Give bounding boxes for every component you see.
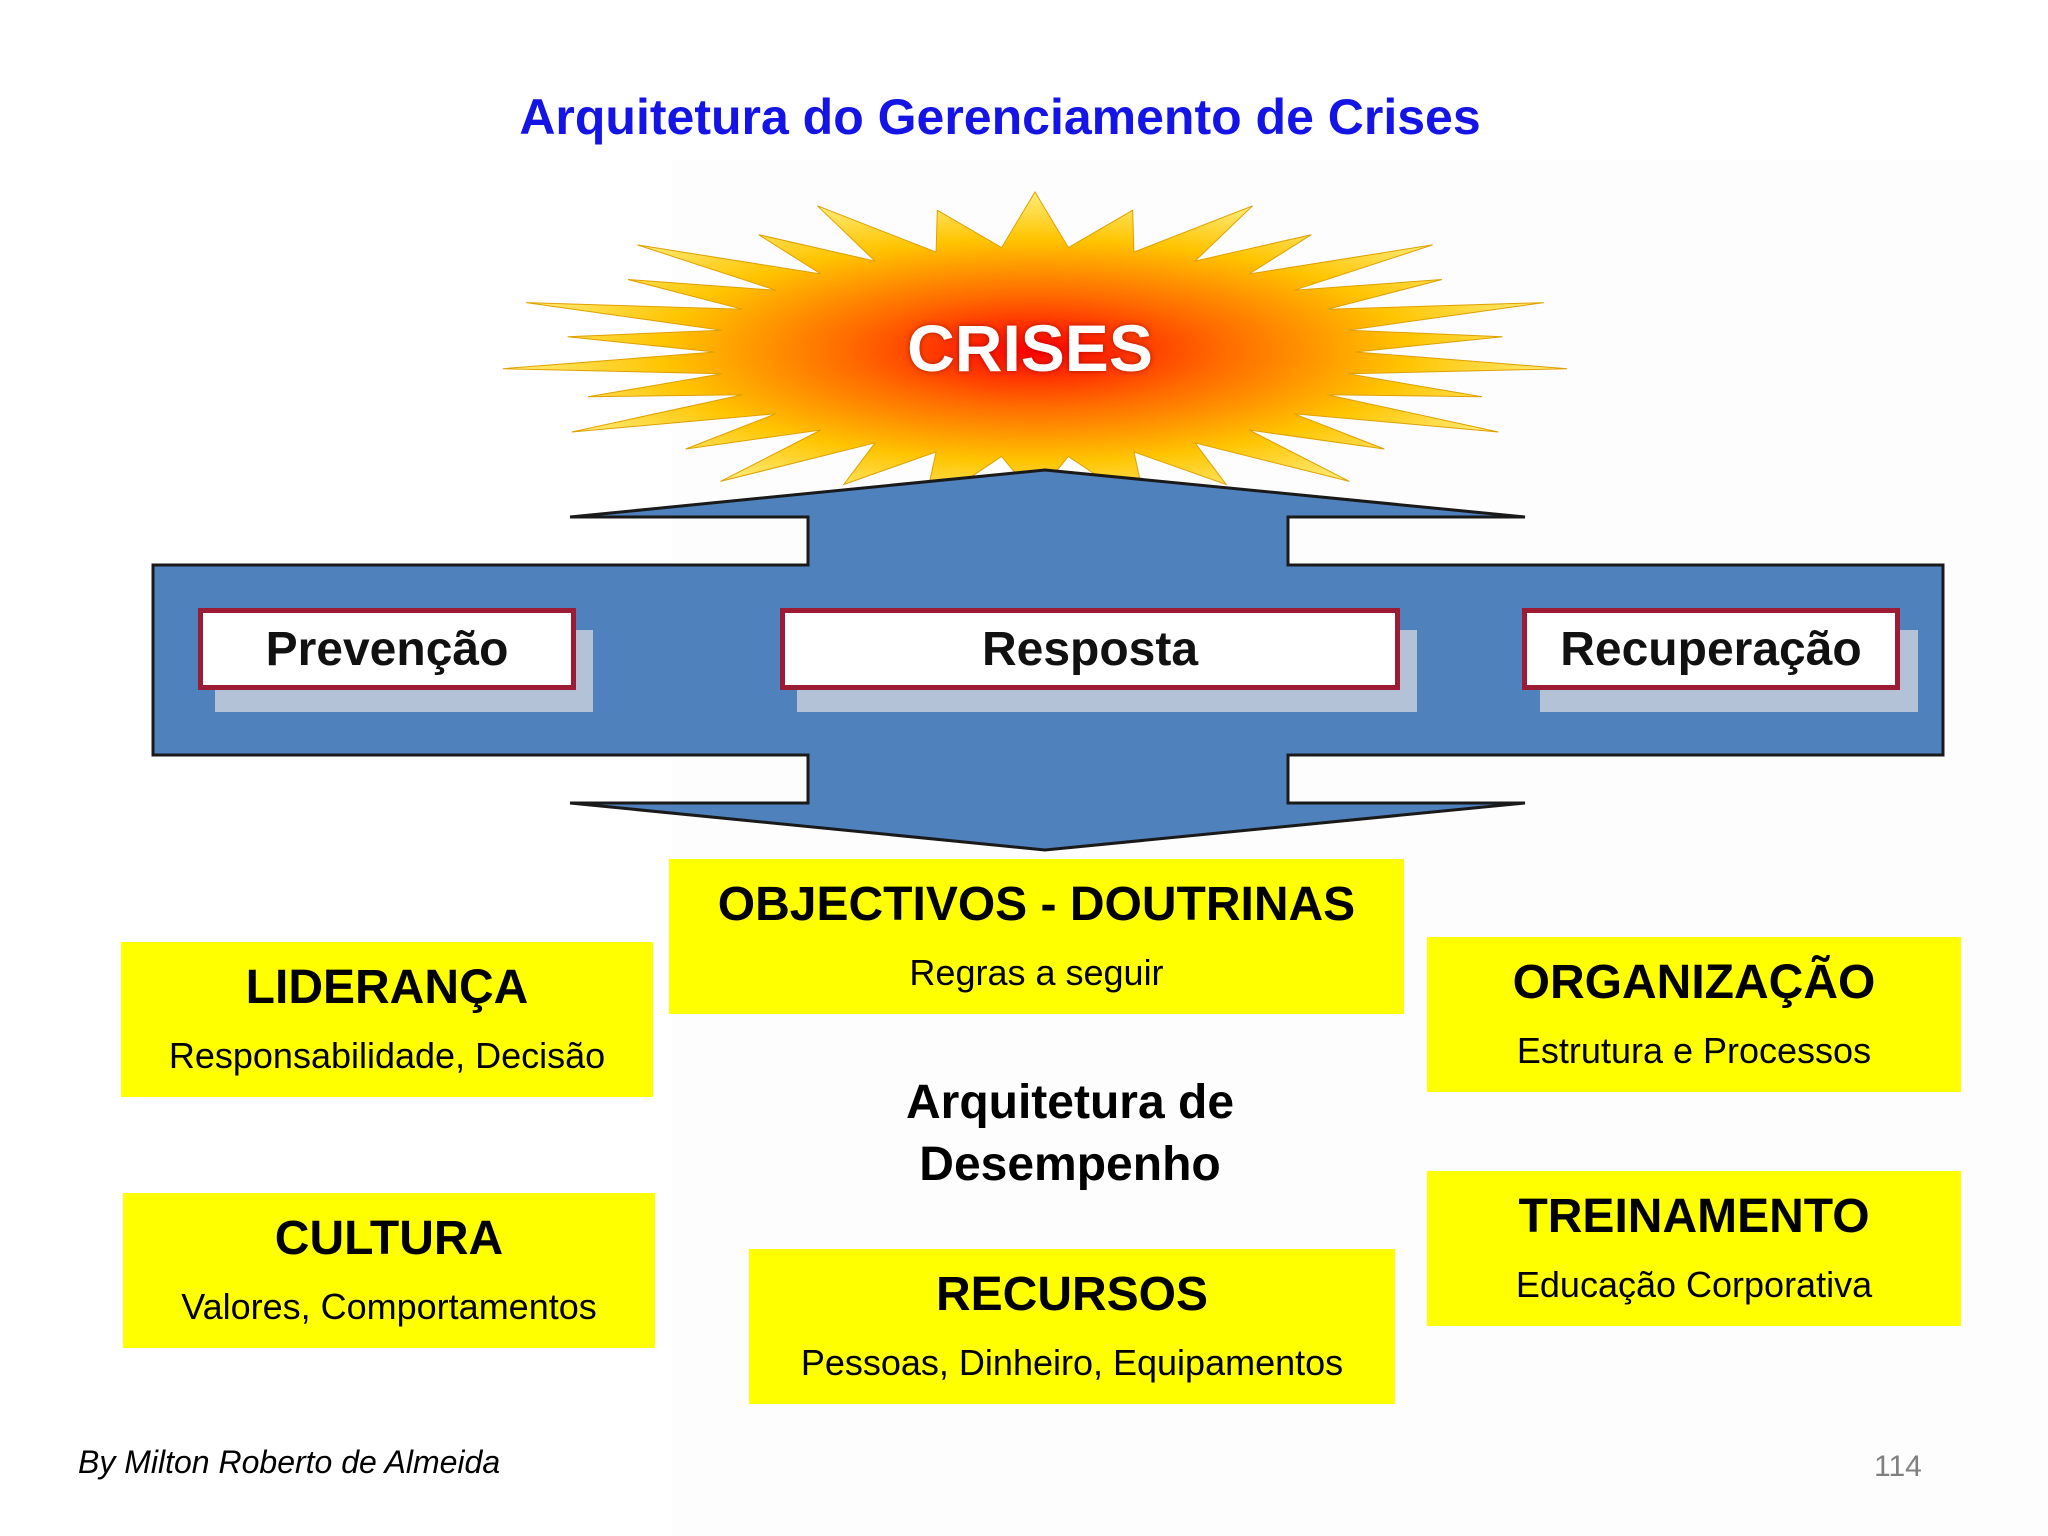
page-number: 114 [1874,1450,1922,1483]
pillar-subtext: Responsabilidade, Decisão [168,1035,606,1076]
pillar-treinamento: TREINAMENTO Educação Corporativa [1427,1171,1961,1326]
pillar-cultura: CULTURA Valores, Comportamentos [123,1193,655,1348]
pillar-recursos: RECURSOS Pessoas, Dinheiro, Equipamentos [749,1249,1395,1404]
phase-resposta: Resposta [780,608,1400,690]
author-credit: By Milton Roberto de Almeida [78,1444,501,1480]
pillar-objectivos: OBJECTIVOS - DOUTRINAS Regras a seguir [669,859,1404,1014]
pillar-subtext: Estrutura e Processos [1516,1030,1872,1071]
pillar-heading: RECURSOS [935,1268,1209,1321]
pillar-heading: ORGANIZAÇÃO [1512,956,1876,1009]
crises-label: CRISES [907,311,1153,385]
center-caption-line: Arquitetura de [905,1076,1235,1129]
pillar-lideranca: LIDERANÇA Responsabilidade, Decisão [121,942,653,1097]
phase-recuperacao: Recuperação [1522,608,1900,690]
pillar-heading: OBJECTIVOS - DOUTRINAS [717,878,1356,931]
pillar-subtext: Valores, Comportamentos [181,1286,597,1327]
pillar-organizacao: ORGANIZAÇÃO Estrutura e Processos [1427,937,1961,1092]
center-caption: Arquitetura de Desempenho [820,1072,1320,1196]
pillar-subtext: Pessoas, Dinheiro, Equipamentos [800,1342,1344,1383]
slide-title: Arquitetura do Gerenciamento de Crises [519,89,1481,145]
pillar-subtext: Regras a seguir [909,952,1164,993]
pillar-heading: CULTURA [274,1212,504,1265]
pillar-heading: LIDERANÇA [245,961,529,1014]
pillar-heading: TREINAMENTO [1518,1190,1870,1243]
phase-prevencao: Prevenção [198,608,576,690]
pillar-subtext: Educação Corporativa [1515,1264,1873,1305]
center-caption-line: Desempenho [919,1138,1221,1191]
